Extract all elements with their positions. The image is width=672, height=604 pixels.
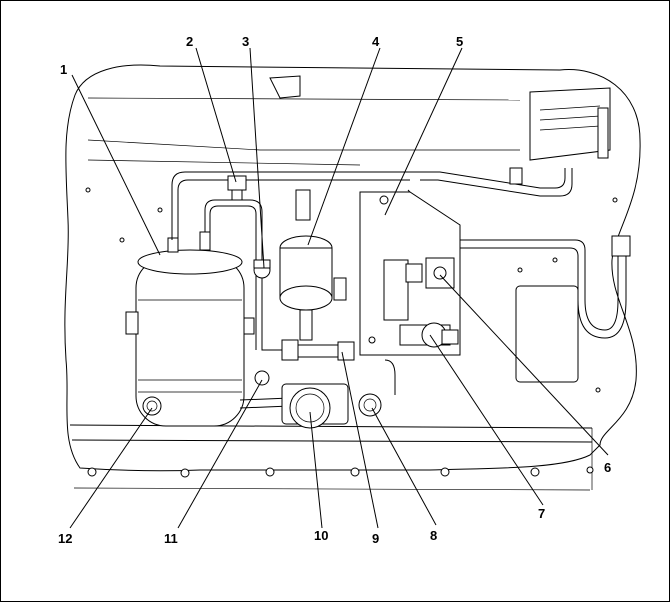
callout-1: 1 [60,62,67,77]
base-rail-mid [71,439,593,443]
expansion-valve [399,322,459,348]
panel-line-3 [87,159,361,166]
leader-lines [69,47,609,529]
receiver-tank [281,383,349,429]
callout-2: 2 [186,34,193,49]
callout-7: 7 [538,506,545,521]
callout-12: 12 [58,531,72,546]
callout-10: 10 [314,528,328,543]
callout-9: 9 [372,531,379,546]
callout-11: 11 [164,531,178,546]
right-fitting [611,235,631,257]
right-panel-box [515,285,579,383]
line-valve-assembly [281,339,355,361]
refrigerant-piping [171,168,627,409]
electrical-connector-block [509,87,611,185]
base-rail-bottom [73,487,591,491]
callout-3: 3 [242,34,249,49]
base-rail-top [69,424,593,429]
solenoid-valve [383,257,455,321]
callout-6: 6 [604,460,611,475]
housing-outline [64,64,641,472]
callout-5: 5 [456,34,463,49]
panel-line-top [87,97,521,101]
callout-4: 4 [372,34,380,49]
sight-glass-fitting [142,396,162,416]
access-fitting [358,393,382,417]
pipe-coupling [254,370,270,386]
top-bracket [269,75,301,99]
service-valves [227,175,271,279]
filter-drier [279,189,347,341]
callout-8: 8 [430,528,437,543]
base-holes [87,466,594,478]
panel-line-2 [87,139,520,151]
compressor [125,231,255,427]
